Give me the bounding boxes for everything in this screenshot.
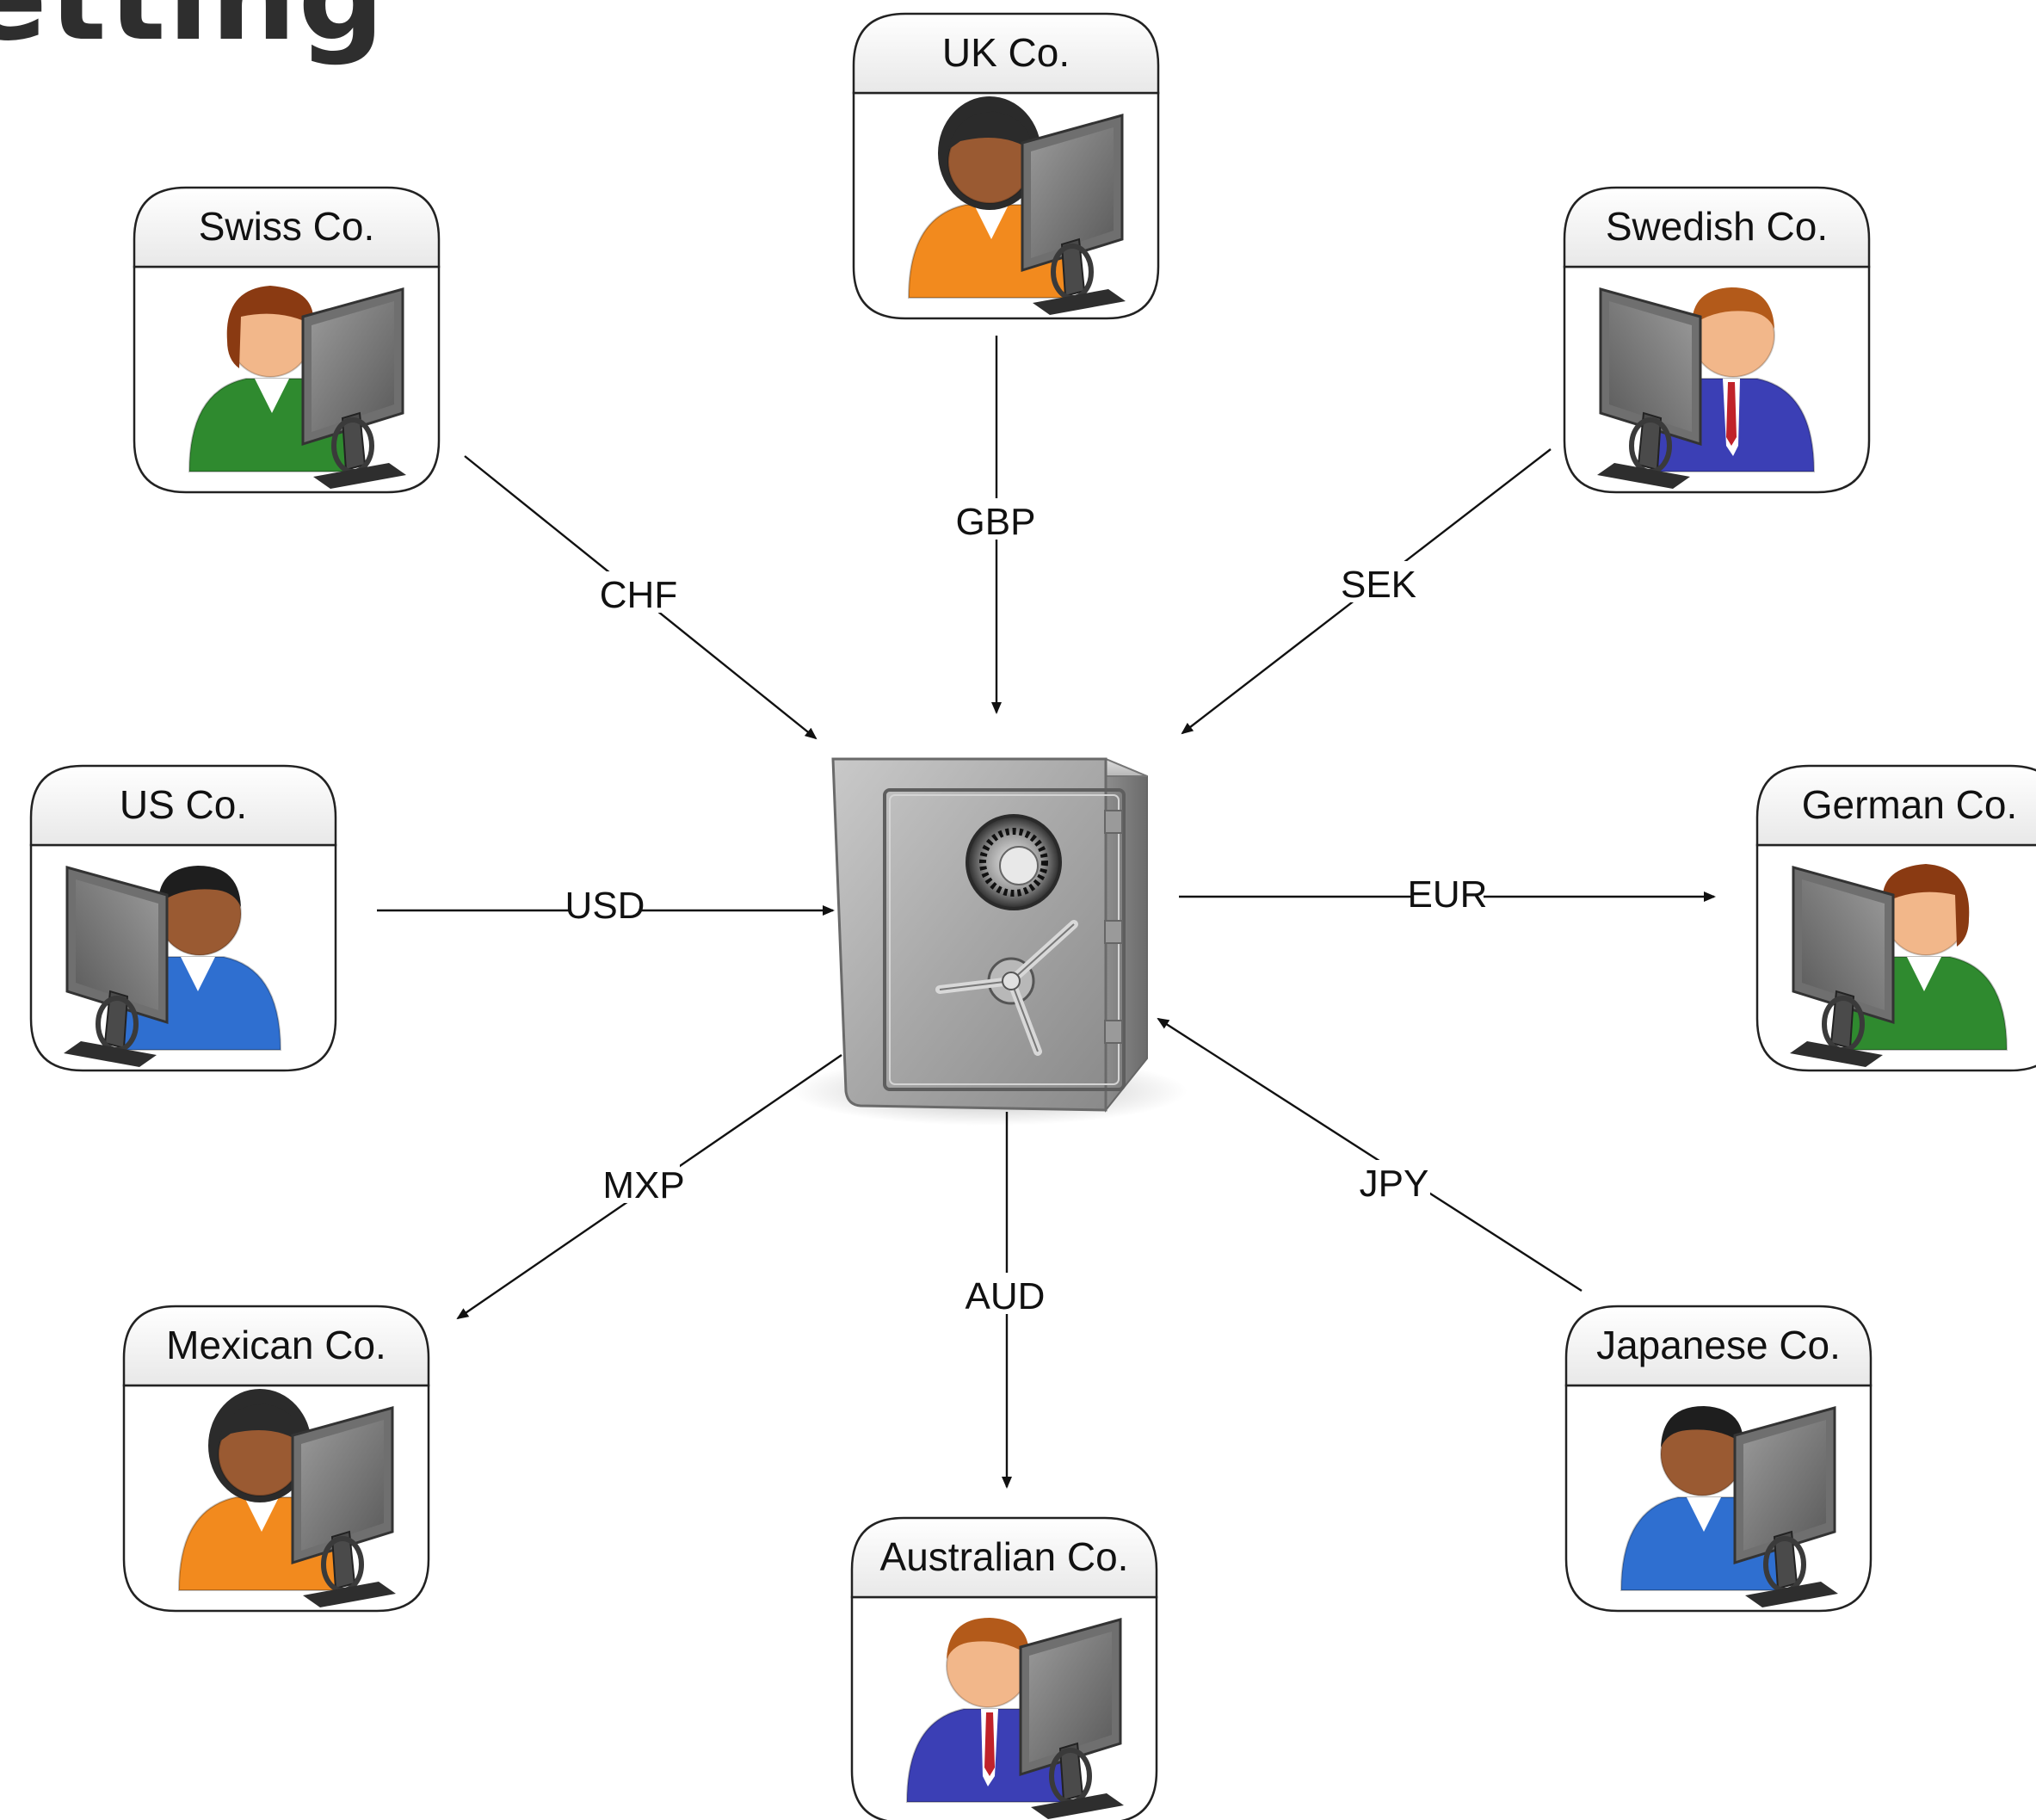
currency-label-german: EUR bbox=[1408, 873, 1488, 916]
person-at-computer-icon bbox=[64, 866, 282, 1067]
flow-swiss: CHF bbox=[464, 455, 817, 740]
connectors: GBP CHF SEK USD EUR MXP AUD JPY bbox=[377, 336, 1716, 1489]
company-name-us: US Co. bbox=[120, 782, 247, 827]
flow-german: EUR bbox=[1179, 871, 1716, 916]
currency-label-bg bbox=[602, 571, 675, 613]
company-card-mexican[interactable]: Mexican Co. bbox=[122, 1305, 430, 1613]
company-card-japanese[interactable]: Japanese Co. bbox=[1564, 1305, 1873, 1613]
card-header bbox=[852, 12, 1160, 95]
card-header bbox=[850, 1516, 1158, 1599]
heading: etting bbox=[0, 0, 386, 59]
currency-label-uk: GBP bbox=[956, 501, 1036, 543]
flow-swedish: SEK bbox=[1181, 448, 1552, 735]
company-name-swedish: Swedish Co. bbox=[1606, 204, 1828, 249]
company-name-german: German Co. bbox=[1802, 782, 2018, 827]
company-card-german[interactable]: German Co. bbox=[1755, 764, 2036, 1072]
currency-label-bg bbox=[959, 498, 1032, 540]
currency-label-swiss: CHF bbox=[600, 574, 677, 616]
currency-label-bg bbox=[608, 1162, 680, 1203]
currency-label-japanese: JPY bbox=[1360, 1163, 1429, 1205]
bank-safe-icon bbox=[792, 757, 1188, 1126]
person-at-computer-icon bbox=[1597, 287, 1816, 489]
company-card-us[interactable]: US Co. bbox=[29, 764, 337, 1072]
card-header bbox=[133, 186, 441, 268]
flow-australian: AUD bbox=[966, 1112, 1046, 1489]
card-header bbox=[1563, 186, 1871, 268]
company-name-swiss: Swiss Co. bbox=[199, 204, 374, 249]
currency-label-bg bbox=[969, 1273, 1041, 1314]
currency-label-mexican: MXP bbox=[602, 1164, 684, 1206]
company-cards: UK Co. Swiss Co. Swedish Co. US Co. German C… bbox=[29, 12, 2036, 1820]
flow-us: USD bbox=[377, 882, 835, 927]
flow-japanese: JPY bbox=[1157, 1017, 1583, 1293]
person-at-computer-icon bbox=[1790, 864, 2008, 1067]
company-name-australian: Australian Co. bbox=[880, 1534, 1129, 1579]
arrow-japanese bbox=[1157, 1017, 1583, 1293]
card-header bbox=[1564, 1305, 1873, 1387]
company-card-swiss[interactable]: Swiss Co. bbox=[133, 186, 441, 494]
person-at-computer-icon bbox=[188, 286, 406, 489]
card-header bbox=[122, 1305, 430, 1387]
company-card-uk[interactable]: UK Co. bbox=[852, 12, 1160, 320]
card-header bbox=[1755, 764, 2036, 847]
company-name-mexican: Mexican Co. bbox=[166, 1323, 386, 1367]
flow-mexican: MXP bbox=[456, 1054, 842, 1320]
company-name-japanese: Japanese Co. bbox=[1596, 1323, 1841, 1367]
person-at-computer-icon bbox=[905, 1618, 1124, 1819]
currency-label-swedish: SEK bbox=[1341, 564, 1416, 606]
currency-label-bg bbox=[1358, 1160, 1430, 1201]
person-at-computer-icon bbox=[177, 1389, 396, 1607]
currency-label-australian: AUD bbox=[966, 1275, 1046, 1317]
flow-uk: GBP bbox=[956, 336, 1036, 714]
currency-label-us: USD bbox=[565, 885, 645, 927]
person-at-computer-icon bbox=[1620, 1406, 1838, 1607]
currency-label-bg bbox=[569, 882, 641, 923]
person-at-computer-icon bbox=[907, 96, 1126, 315]
company-name-uk: UK Co. bbox=[942, 30, 1070, 75]
currency-label-bg bbox=[1342, 561, 1415, 602]
currency-label-bg bbox=[1411, 871, 1484, 912]
company-card-australian[interactable]: Australian Co. bbox=[850, 1516, 1158, 1820]
card-header bbox=[29, 764, 337, 847]
company-card-swedish[interactable]: Swedish Co. bbox=[1563, 186, 1871, 494]
